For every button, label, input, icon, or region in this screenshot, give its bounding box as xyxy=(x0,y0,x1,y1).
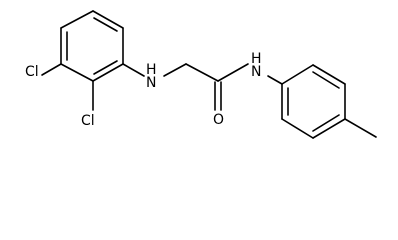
bond xyxy=(122,63,145,77)
bond xyxy=(217,63,249,82)
bond xyxy=(185,63,219,82)
structure-diagram: Cl Cl H N O H N xyxy=(24,10,377,139)
bond xyxy=(60,10,94,29)
bond xyxy=(312,118,346,139)
bond-layer xyxy=(41,10,377,139)
atom-label-carbonyl-o: O xyxy=(212,112,226,128)
atom-label-amide-nh: H N xyxy=(250,51,263,80)
bond xyxy=(267,75,283,85)
atom-label-cl-top: Cl xyxy=(24,64,40,80)
bond xyxy=(281,64,314,85)
bond xyxy=(93,17,118,32)
bond xyxy=(92,63,124,82)
bond xyxy=(344,118,377,138)
bond xyxy=(163,63,187,77)
bond xyxy=(93,60,118,75)
bond xyxy=(281,118,314,139)
bond xyxy=(60,63,94,82)
bond xyxy=(41,63,62,76)
bond xyxy=(312,114,340,132)
bond xyxy=(92,10,124,29)
atom-label-cl-bottom: Cl xyxy=(80,113,96,129)
bond xyxy=(312,71,340,89)
atom-label-amine-nh: H N xyxy=(145,62,158,91)
bond xyxy=(312,64,346,85)
